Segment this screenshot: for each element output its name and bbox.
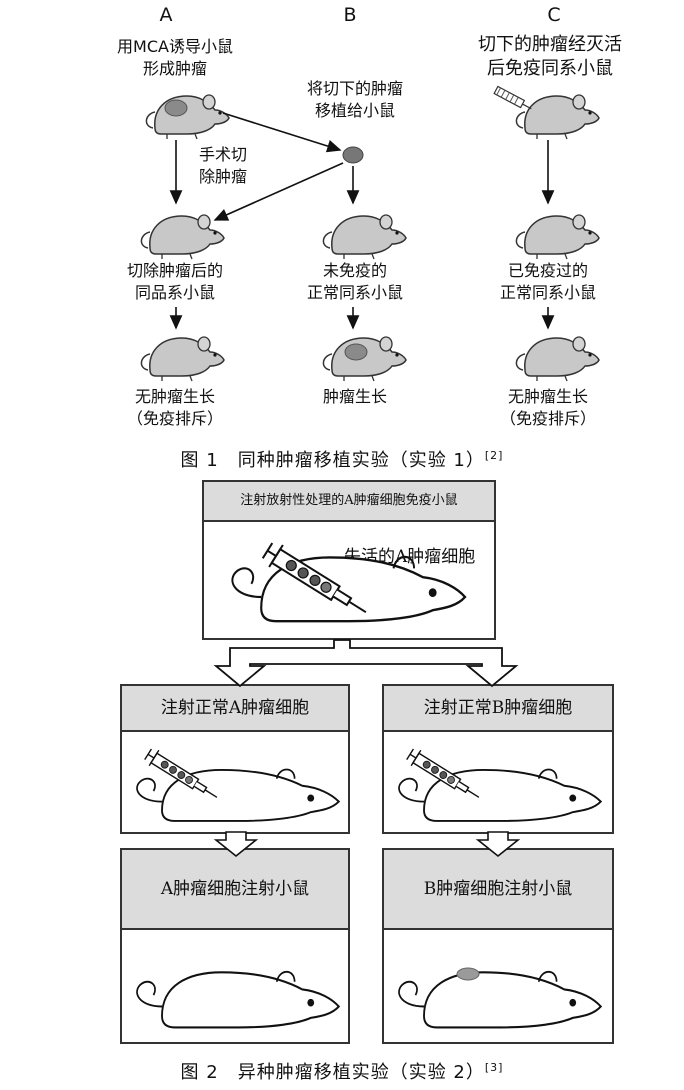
excised-tumor bbox=[342, 146, 364, 164]
column-a-letter: A bbox=[159, 4, 173, 26]
column-a-mid-2: 同品系小鼠 bbox=[134, 283, 215, 302]
right-middle-title: 注射正常B肿瘤细胞 bbox=[384, 686, 612, 732]
surgery-label-2: 除肿瘤 bbox=[198, 167, 247, 186]
column-a-bottom-1: 无肿瘤生长 bbox=[134, 387, 215, 406]
column-c-letter: C bbox=[547, 4, 561, 26]
tumor-a bbox=[164, 99, 188, 117]
column-c-mid-2: 正常同系小鼠 bbox=[499, 283, 596, 302]
column-b-desc-1: 将切下的肿瘤 bbox=[306, 79, 403, 98]
column-a-mid-1: 切除肿瘤后的 bbox=[126, 261, 223, 280]
column-a-desc-1: 用MCA诱导小鼠 bbox=[117, 37, 233, 56]
column-b-letter: B bbox=[343, 4, 357, 26]
mouse-right-bottom bbox=[397, 970, 602, 1029]
column-c-mid-1: 已免疫过的 bbox=[507, 261, 588, 280]
column-b-mid-1: 未免疫的 bbox=[322, 261, 387, 280]
surgery-label-1: 手术切 bbox=[198, 145, 247, 164]
syringe-c bbox=[493, 85, 532, 110]
column-b-desc-2: 移植给小鼠 bbox=[314, 101, 395, 120]
figure2-caption-ref: [3] bbox=[484, 1061, 504, 1074]
column-b-bottom-1: 肿瘤生长 bbox=[322, 387, 387, 406]
arrow-right-down bbox=[475, 831, 521, 858]
figure1-caption: 图 1 同种肿瘤移植实验（实验 1）[2] bbox=[0, 446, 684, 472]
column-b-mid-2: 正常同系小鼠 bbox=[306, 283, 403, 302]
mouse-right-middle bbox=[398, 768, 602, 822]
tumor-b-grown bbox=[344, 343, 368, 361]
column-c-bottom-1: 无肿瘤生长 bbox=[507, 387, 588, 406]
column-c-desc-1: 切下的肿瘤经灭活 bbox=[478, 34, 622, 55]
column-a-bottom-2: （免疫排斥） bbox=[126, 409, 223, 428]
figure1-caption-text: 图 1 同种肿瘤移植实验（实验 1） bbox=[180, 450, 485, 471]
figure2-caption: 图 2 异种肿瘤移植实验（实验 2）[3] bbox=[0, 1058, 684, 1084]
column-a-desc-2: 形成肿瘤 bbox=[142, 59, 207, 78]
mouse-immunized bbox=[231, 555, 467, 623]
mouse-left-bottom bbox=[135, 970, 340, 1029]
tumor-right-bottom bbox=[456, 967, 480, 981]
arrow-left-down bbox=[213, 831, 259, 858]
right-bottom-title: B肿瘤细胞注射小鼠 bbox=[384, 850, 612, 930]
mouse-left-middle bbox=[136, 768, 340, 822]
left-bottom-title: A肿瘤细胞注射小鼠 bbox=[122, 850, 348, 930]
figure1-caption-ref: [2] bbox=[484, 449, 504, 462]
left-middle-title: 注射正常A肿瘤细胞 bbox=[122, 686, 348, 732]
top-box-title: 注射放射性处理的A肿瘤细胞免疫小鼠 bbox=[204, 482, 494, 522]
column-c-bottom-2: （免疫排斥） bbox=[499, 409, 596, 428]
figure2-caption-text: 图 2 异种肿瘤移植实验（实验 2） bbox=[180, 1062, 485, 1083]
column-c-desc-2: 后免疫同系小鼠 bbox=[487, 58, 613, 79]
split-arrow bbox=[213, 639, 519, 688]
